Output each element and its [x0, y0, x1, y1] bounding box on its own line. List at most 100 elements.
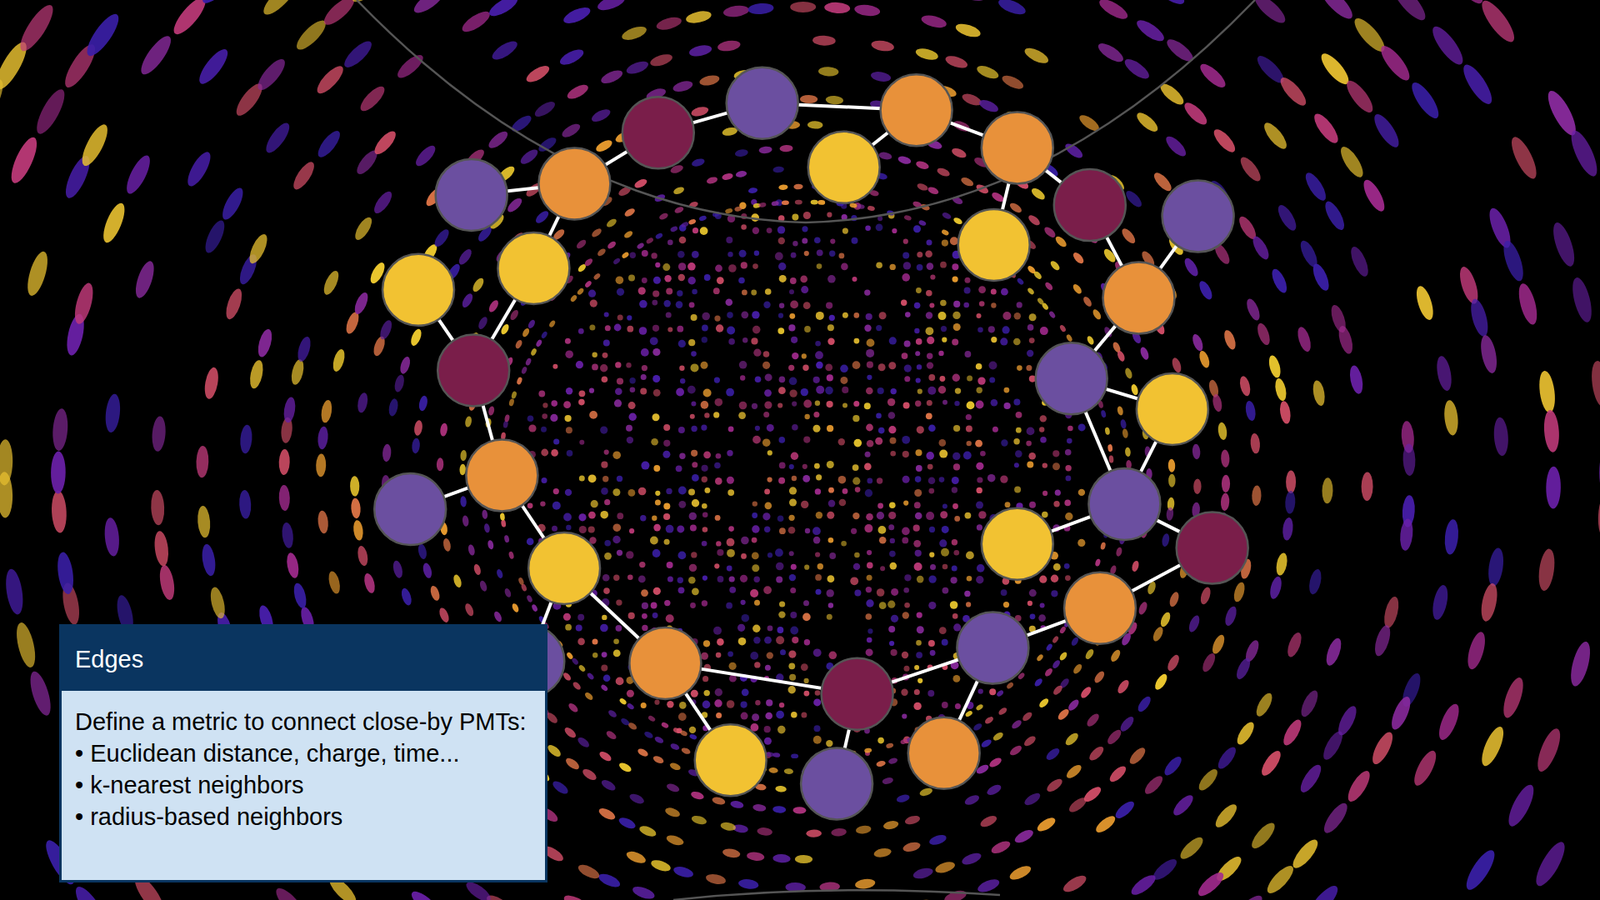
- pmt-dot: [655, 262, 660, 268]
- pmt-dot: [914, 302, 921, 310]
- pmt-dot: [865, 387, 874, 395]
- pmt-dot: [23, 249, 52, 298]
- pmt-dot: [1478, 334, 1500, 375]
- pmt-dot: [901, 435, 910, 445]
- pmt-dot: [616, 550, 623, 556]
- pmt-dot: [1015, 277, 1025, 286]
- pmt-dot: [664, 539, 670, 545]
- pmt-dot: [877, 387, 885, 395]
- pmt-dot: [830, 827, 847, 837]
- pmt-dot: [1028, 452, 1036, 460]
- pmt-dot: [828, 537, 835, 544]
- pmt-dot: [104, 393, 123, 434]
- pmt-dot: [960, 175, 975, 189]
- pmt-dot: [1060, 872, 1089, 895]
- pmt-dot: [740, 712, 749, 720]
- pmt-dot: [604, 312, 610, 318]
- pmt-dot: [938, 385, 946, 394]
- pmt-dot: [633, 177, 649, 190]
- pmt-dot: [1118, 714, 1137, 734]
- pmt-dot: [965, 551, 975, 560]
- pmt-dot: [540, 500, 545, 506]
- pmt-dot: [751, 310, 760, 319]
- pmt-dot: [645, 236, 655, 245]
- pmt-dot: [825, 740, 833, 747]
- pmt-dot: [680, 220, 690, 229]
- pmt-dot: [805, 414, 810, 420]
- pmt-dot: [763, 350, 770, 358]
- pmt-dot: [31, 85, 70, 138]
- pmt-dot: [953, 675, 961, 683]
- pmt-dot: [589, 388, 595, 394]
- pmt-dot: [595, 0, 627, 14]
- pmt-dot: [629, 413, 637, 421]
- pmt-dot: [866, 550, 872, 555]
- pmt-dot: [472, 563, 482, 576]
- pmt-dot: [805, 829, 822, 838]
- pmt-dot: [977, 376, 985, 385]
- pmt-dot: [1190, 332, 1205, 353]
- pmt-dot: [1025, 440, 1032, 447]
- pmt-dot: [387, 397, 400, 417]
- pmt-dot: [370, 128, 399, 158]
- pmt-dot: [615, 275, 625, 285]
- pmt-dot: [597, 805, 618, 822]
- pmt-dot: [1065, 333, 1073, 343]
- pmt-dot: [1342, 76, 1378, 116]
- pmt-dot: [752, 325, 761, 335]
- pmt-dot: [939, 539, 947, 547]
- pmt-dot: [764, 389, 772, 397]
- pmt-dot: [815, 511, 823, 519]
- pmt-dot: [623, 230, 635, 240]
- pmt-dot: [816, 249, 824, 256]
- pmt-dot: [758, 201, 767, 208]
- pmt-dot: [1388, 0, 1430, 25]
- pmt-dot: [553, 488, 560, 495]
- pmt-dot: [953, 623, 961, 631]
- pmt-dot: [431, 227, 451, 250]
- pmt-dot: [487, 298, 501, 314]
- pmt-dot: [607, 709, 619, 720]
- pmt-dot: [876, 511, 885, 520]
- pmt-dot: [950, 236, 959, 245]
- pmt-dot: [1250, 234, 1273, 262]
- pmt-dot: [665, 833, 685, 847]
- pmt-dot: [803, 436, 810, 444]
- pmt-dot: [887, 398, 895, 406]
- pmt-dot: [818, 66, 840, 77]
- pmt-dot: [664, 300, 671, 307]
- pmt-dot: [966, 575, 973, 582]
- pmt-dot: [638, 575, 646, 584]
- pmt-dot: [1316, 0, 1357, 24]
- pmt-dot: [1107, 444, 1114, 453]
- pmt-dot: [740, 224, 747, 230]
- pmt-dot: [655, 15, 683, 33]
- pmt-dot: [461, 515, 470, 527]
- pmt-dot: [952, 311, 960, 320]
- pmt-dot: [504, 414, 510, 423]
- pmt-dot: [690, 401, 696, 407]
- pmt-dot: [980, 737, 993, 749]
- pmt-dot: [565, 426, 573, 434]
- pmt-dot: [6, 134, 42, 187]
- pmt-dot: [615, 361, 621, 368]
- pmt-dot: [679, 701, 687, 710]
- pmt-dot: [1135, 694, 1154, 714]
- pmt-dot: [901, 651, 909, 659]
- pmt-dot: [930, 650, 936, 656]
- pmt-dot: [617, 815, 638, 831]
- pmt-dot: [779, 144, 793, 152]
- pmt-dot: [854, 338, 860, 345]
- pmt-dot: [702, 575, 708, 581]
- pmt-dot: [1003, 601, 1010, 608]
- pmt-dot: [600, 683, 609, 692]
- pmt-dot: [928, 833, 949, 847]
- pmt-dot: [1168, 590, 1181, 609]
- pmt-dot: [826, 425, 834, 432]
- pmt-dot: [1002, 311, 1011, 320]
- pmt-dot: [904, 665, 910, 672]
- pmt-dot: [1053, 563, 1061, 571]
- pmt-dot: [903, 239, 909, 245]
- pmt-dot: [1549, 220, 1579, 269]
- pmt-dot: [565, 624, 572, 631]
